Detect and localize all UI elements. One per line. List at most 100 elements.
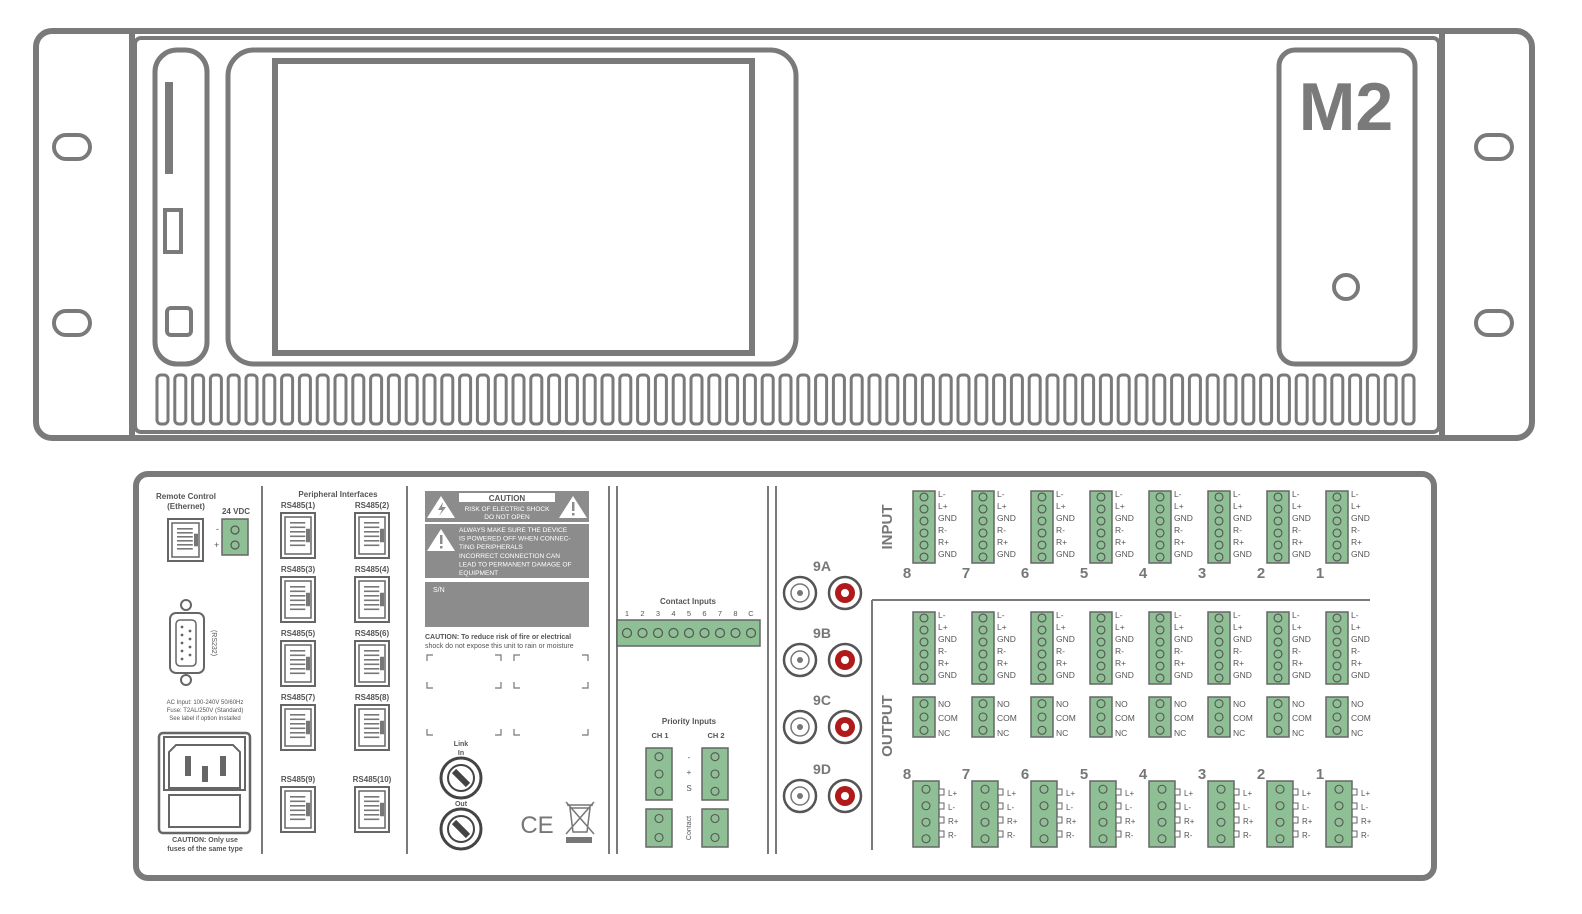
vent-slot xyxy=(814,373,829,426)
contact-terminal-block[interactable] xyxy=(616,619,761,647)
rs485-label: RS485(4) xyxy=(355,565,390,574)
line-terminal[interactable] xyxy=(1030,611,1054,685)
vent-slot xyxy=(796,373,811,426)
terminal-pin-label: L- xyxy=(1174,610,1182,620)
relay-pin-label: COM xyxy=(938,713,958,723)
screw-clamp xyxy=(1292,802,1299,810)
ethernet-port[interactable] xyxy=(167,518,204,562)
line-terminal[interactable] xyxy=(912,611,936,685)
line-terminal[interactable] xyxy=(1148,611,1172,685)
screw-clamp xyxy=(1351,802,1358,810)
dc-power-terminal[interactable] xyxy=(221,518,249,556)
terminal-pin-label: L- xyxy=(1056,610,1064,620)
line-terminal[interactable] xyxy=(971,611,995,685)
terminal-pin-label: GND xyxy=(1056,670,1075,680)
line-terminal[interactable] xyxy=(1325,611,1349,685)
speaker-terminal[interactable] xyxy=(1148,780,1176,848)
rj45-port[interactable] xyxy=(167,518,204,562)
screw-clamp xyxy=(938,802,945,810)
relay-terminal[interactable] xyxy=(1089,696,1113,738)
line-terminal[interactable] xyxy=(1325,490,1349,564)
line-terminal[interactable] xyxy=(912,490,936,564)
terminal-pin-label: R- xyxy=(1115,525,1124,535)
relay-terminal[interactable] xyxy=(1266,696,1290,738)
priority-ch2-contact[interactable] xyxy=(701,808,729,848)
rj45-port[interactable] xyxy=(354,786,390,833)
speaker-terminal[interactable] xyxy=(1207,780,1235,848)
speaker-pin-label: L- xyxy=(1243,803,1250,812)
rca-jack-white[interactable] xyxy=(782,709,818,745)
line-terminal[interactable] xyxy=(1089,611,1113,685)
rj45-port[interactable] xyxy=(354,576,390,623)
speaker-terminal[interactable] xyxy=(1325,780,1353,848)
speaker-terminal[interactable] xyxy=(912,780,940,848)
line-terminal[interactable] xyxy=(1266,490,1290,564)
line-terminal[interactable] xyxy=(1089,490,1113,564)
vent-slot xyxy=(315,373,330,426)
link-out-port[interactable] xyxy=(439,807,483,851)
rca-jack-red[interactable] xyxy=(827,575,863,611)
priority-ch2-terminal[interactable] xyxy=(701,747,729,801)
line-terminal[interactable] xyxy=(971,490,995,564)
rs232-port[interactable] xyxy=(169,599,205,686)
output-channel-number: 7 xyxy=(962,766,970,783)
priority-terminals xyxy=(645,747,729,848)
rj45-port[interactable] xyxy=(354,640,390,687)
rj45-port[interactable] xyxy=(354,512,390,559)
rca-jack-white[interactable] xyxy=(782,575,818,611)
rj45-port[interactable] xyxy=(354,704,390,751)
line-terminal[interactable] xyxy=(1030,490,1054,564)
line-terminal[interactable] xyxy=(1207,611,1231,685)
power-warning-line: TING PERIPHERALS xyxy=(459,544,523,551)
relay-terminal[interactable] xyxy=(1148,696,1172,738)
speaker-terminal[interactable] xyxy=(971,780,999,848)
vent-slot xyxy=(1241,373,1256,426)
line-terminal[interactable] xyxy=(1266,611,1290,685)
speaker-terminal[interactable] xyxy=(1030,780,1058,848)
rj45-port[interactable] xyxy=(280,640,316,687)
rca-jack-red[interactable] xyxy=(827,709,863,745)
relay-pin-label: NC xyxy=(1115,728,1127,738)
contact-pin-number: 1 xyxy=(625,609,629,618)
touch-screen[interactable] xyxy=(272,58,755,356)
rj45-port[interactable] xyxy=(280,576,316,623)
relay-terminal[interactable] xyxy=(1030,696,1054,738)
rain-caution-text: CAUTION: To reduce risk of fire or elect… xyxy=(425,634,574,650)
rj45-port[interactable] xyxy=(280,786,316,833)
relay-terminal[interactable] xyxy=(1325,696,1349,738)
terminal-pin-label: R- xyxy=(1351,646,1360,656)
terminal-pin-label: GND xyxy=(1115,634,1134,644)
ac-power-inlet[interactable] xyxy=(157,731,252,835)
terminal-pin-label: GND xyxy=(997,670,1016,680)
relay-terminal[interactable] xyxy=(971,696,995,738)
priority-ch1-contact[interactable] xyxy=(645,808,673,848)
line-terminal[interactable] xyxy=(1148,490,1172,564)
power-button[interactable] xyxy=(1332,273,1360,301)
rj45-port[interactable] xyxy=(280,704,316,751)
rca-jack-red[interactable] xyxy=(827,642,863,678)
rs232-label: (RS232) xyxy=(210,630,217,656)
terminal-pin-label: R- xyxy=(1056,525,1065,535)
line-terminal[interactable] xyxy=(1207,490,1231,564)
vent-slot xyxy=(386,373,401,426)
terminal-pin-label: L- xyxy=(997,489,1005,499)
relay-terminal[interactable] xyxy=(1207,696,1231,738)
rj45-port[interactable] xyxy=(280,512,316,559)
screw-clamp xyxy=(997,830,1004,838)
rca-jack-white[interactable] xyxy=(782,642,818,678)
speaker-terminal[interactable] xyxy=(1089,780,1117,848)
terminal-hole xyxy=(637,627,648,639)
relay-terminal[interactable] xyxy=(912,696,936,738)
rca-jack-white[interactable] xyxy=(782,778,818,814)
priority-ch1-terminal[interactable] xyxy=(645,747,673,801)
link-in-port[interactable] xyxy=(439,756,483,800)
terminal-pin-label: L- xyxy=(1233,489,1241,499)
speaker-terminal[interactable] xyxy=(1266,780,1294,848)
vent-slot xyxy=(369,373,384,426)
terminal-pin-label: GND xyxy=(1351,549,1370,559)
screw-clamp xyxy=(1056,816,1063,824)
vent-slot xyxy=(1259,373,1274,426)
rca-jack-red[interactable] xyxy=(827,778,863,814)
crop-mark xyxy=(582,654,589,661)
